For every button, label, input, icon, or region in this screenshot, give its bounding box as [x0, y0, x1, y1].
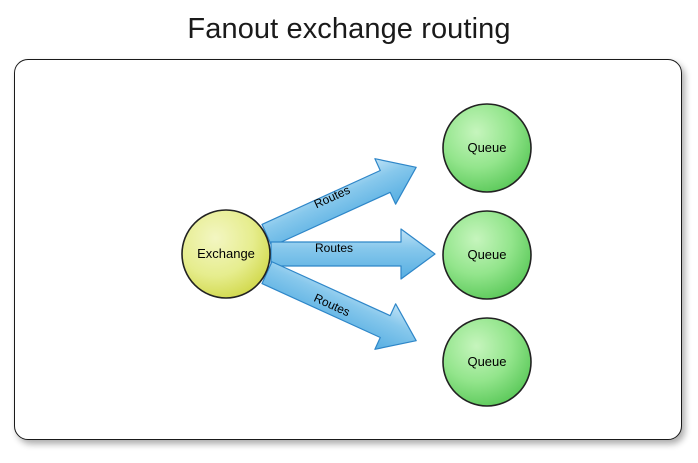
page-title: Fanout exchange routing: [187, 13, 511, 45]
diagram-panel: [14, 59, 682, 440]
